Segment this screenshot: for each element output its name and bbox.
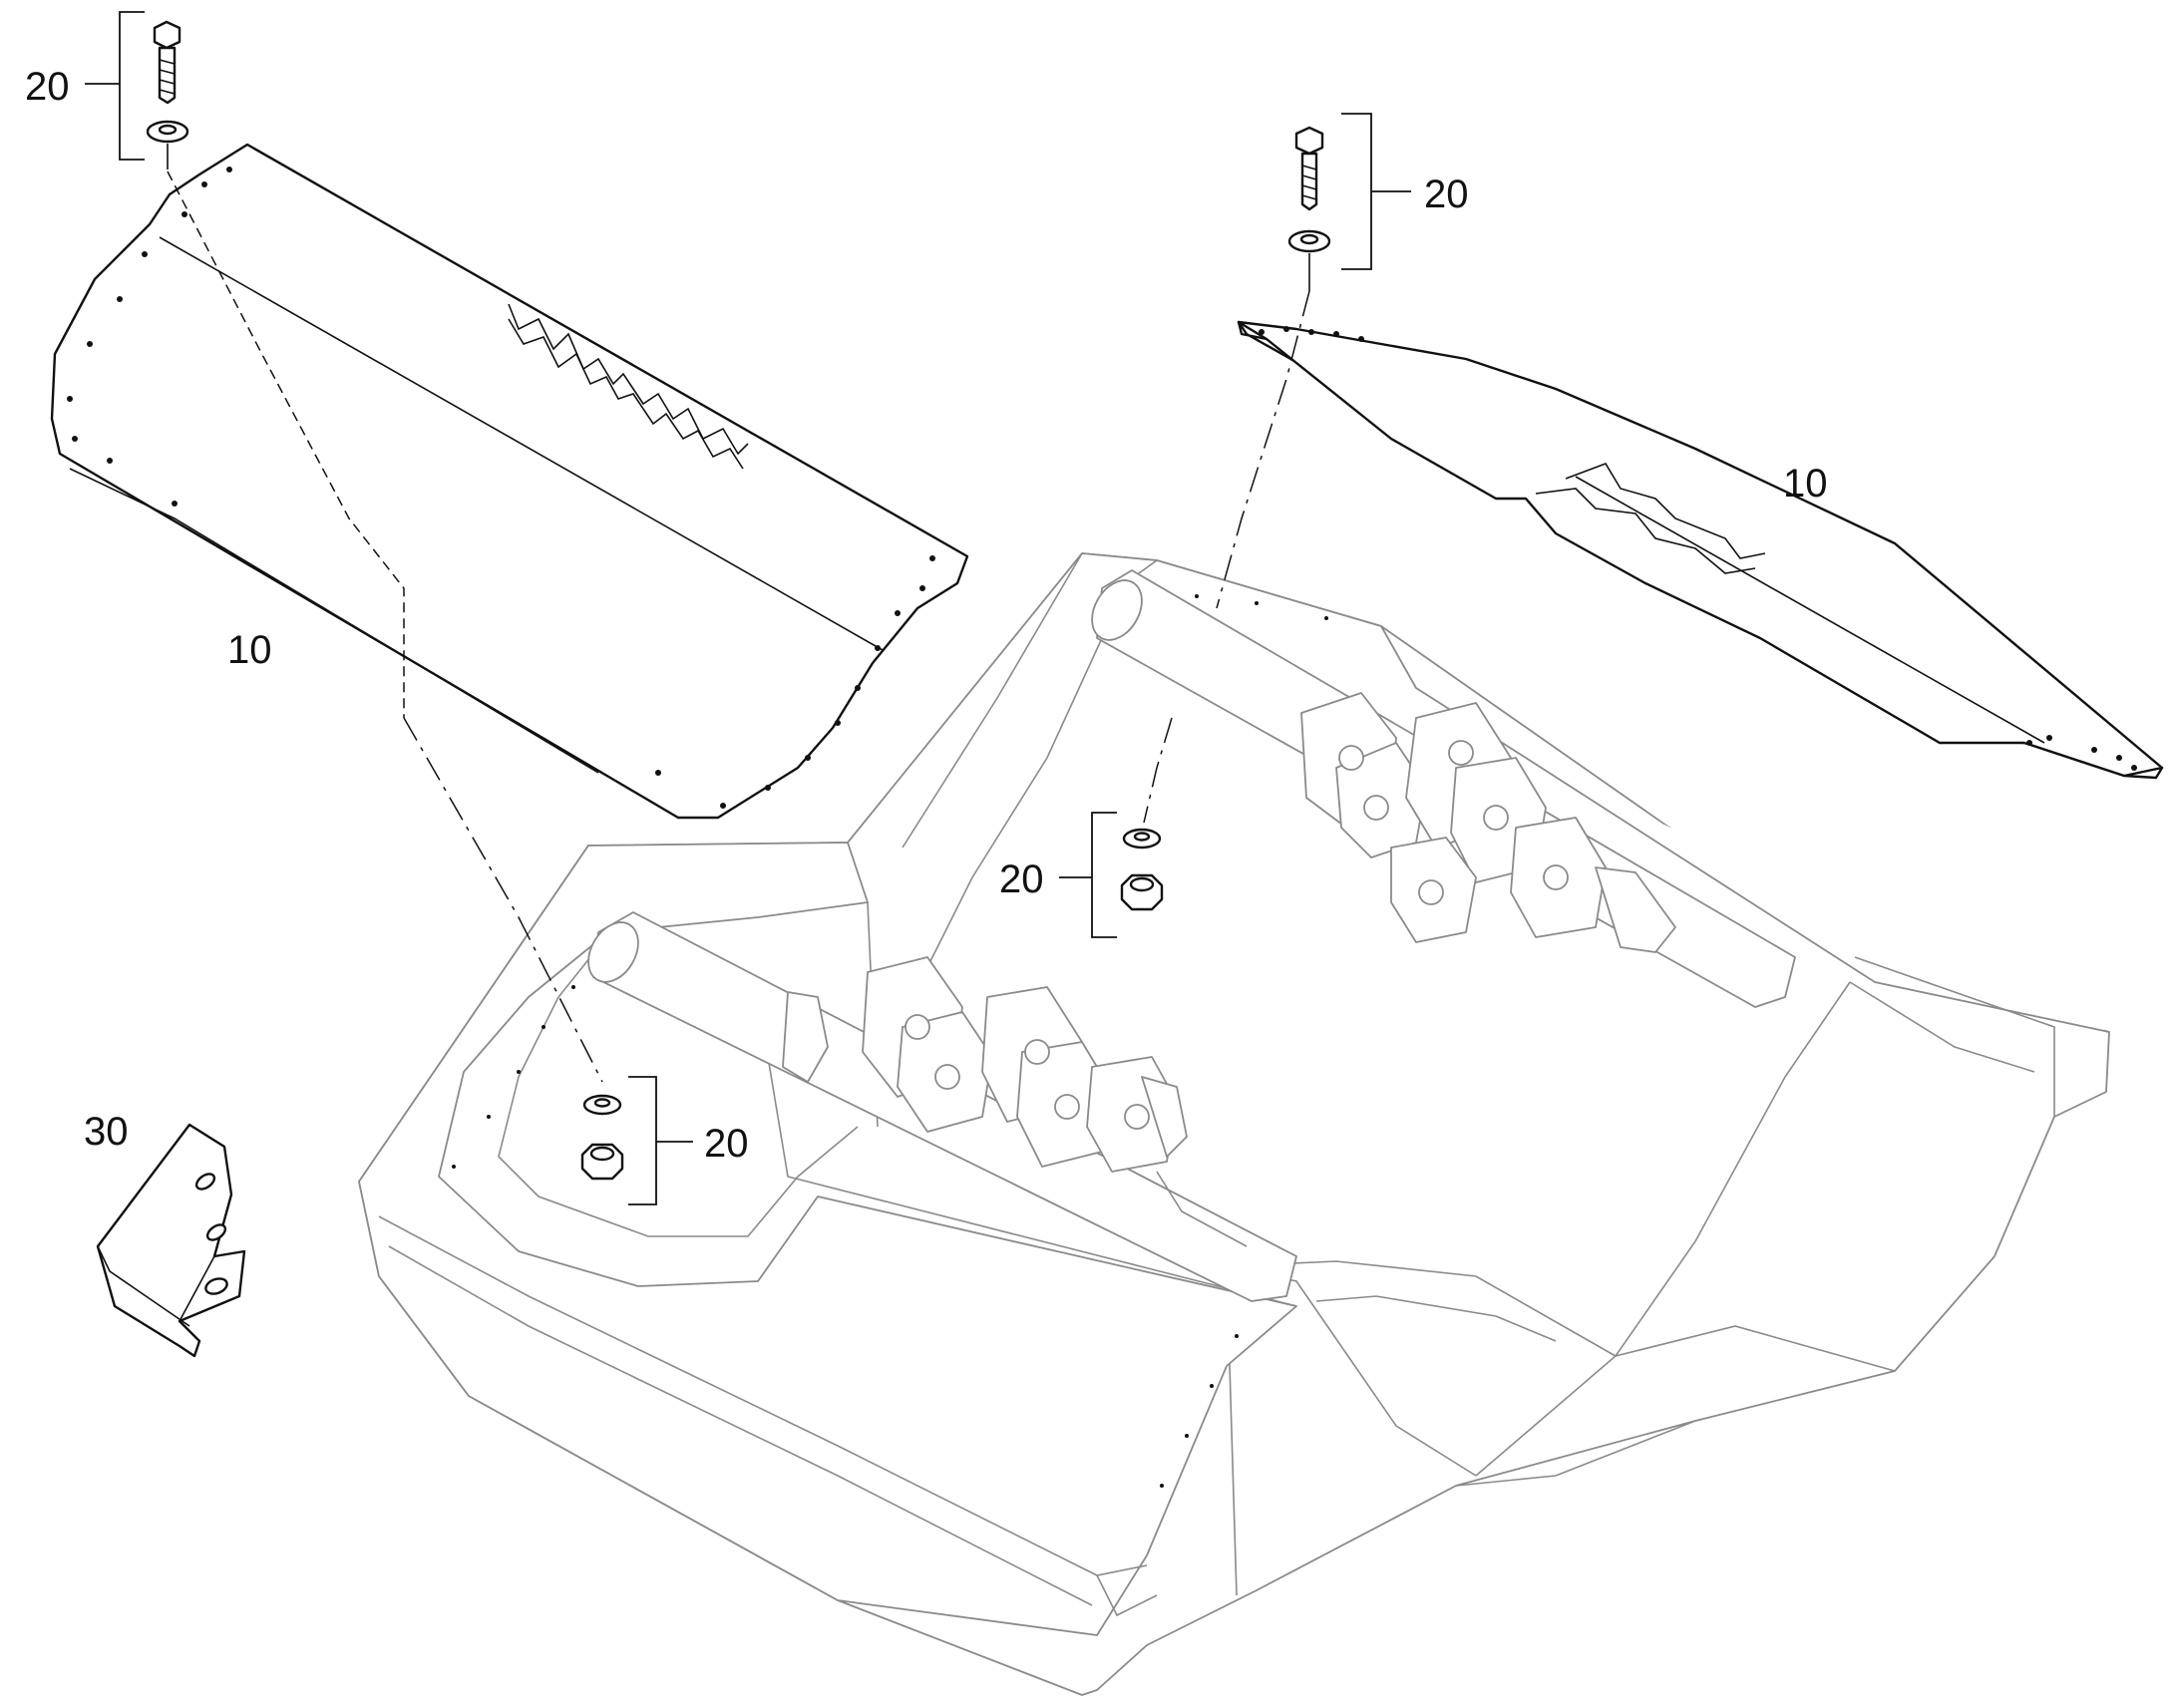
wear-plate-right: [1237, 320, 2164, 780]
callout-bracket: 30: [84, 1110, 129, 1154]
callout-plate-right: 10: [1783, 462, 1828, 506]
lower-cross-tube: [587, 911, 1297, 1302]
callout-nut-set-center: 20: [999, 857, 1044, 901]
callout-nut-set-lower-left: 20: [704, 1122, 749, 1166]
callout-labels: 20 20 20 20 10 10 30: [25, 65, 1828, 1166]
bracket: [96, 1123, 246, 1358]
nut-set-center: [1059, 812, 1164, 938]
assembly-lines: [167, 171, 1310, 1083]
nut-set-lower-left: [580, 1076, 693, 1205]
bucket-body: [358, 552, 2110, 1696]
callout-plate-left: 10: [227, 628, 272, 672]
bolt-set-top-right: [1287, 113, 1411, 291]
wear-plate-left: [50, 143, 969, 820]
bolt-set-top-left: [85, 11, 189, 170]
callout-bolt-set-top-left: 20: [25, 65, 70, 109]
upper-cross-tube: [1091, 569, 1796, 1008]
callout-bolt-set-top-right: 20: [1424, 172, 1469, 216]
